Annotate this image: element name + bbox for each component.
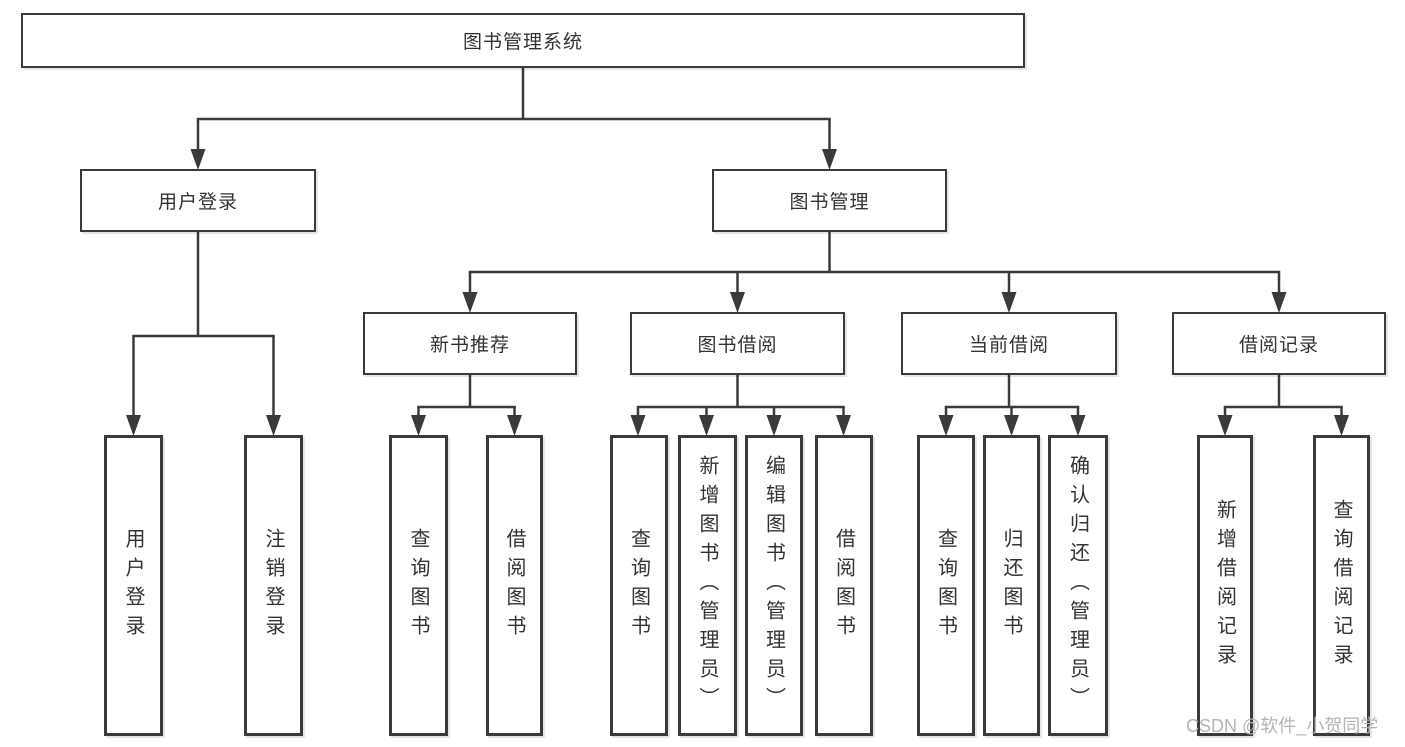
leaf-label: 用户登录 [122,527,144,644]
leaf-borrow-add-books-admin: 新增图书（管理员） [678,435,737,736]
node-new-book-recommend: 新书推荐 [363,312,577,375]
node-borrow-records: 借阅记录 [1172,312,1386,375]
node-root: 图书管理系统 [21,13,1025,68]
node-book-management: 图书管理 [712,169,947,232]
leaf-label: 查询图书 [407,527,429,644]
leaf-label: 新增借阅记录 [1213,498,1236,673]
node-current-borrow: 当前借阅 [901,312,1117,375]
leaf-label: 确认归还（管理员） [1066,455,1089,716]
leaf-current-return-books: 归还图书 [983,435,1040,736]
node-user-login: 用户登录 [80,169,316,232]
leaf-records-add-record: 新增借阅记录 [1197,435,1253,736]
csdn-watermark: CSDN @软件_小贺同学 [1186,716,1379,736]
leaf-label: 借阅图书 [832,527,855,644]
leaf-current-confirm-return-admin: 确认归还（管理员） [1048,435,1108,736]
leaf-label: 新增图书（管理员） [696,455,718,716]
leaf-recommend-borrow-books: 借阅图书 [486,435,543,736]
leaf-label: 查询图书 [627,527,650,644]
leaf-label: 借阅图书 [503,527,525,644]
leaf-borrow-edit-books-admin: 编辑图书（管理员） [745,435,803,736]
node-book-borrow: 图书借阅 [630,312,845,375]
leaf-recommend-query-books: 查询图书 [389,435,448,736]
leaf-label: 归还图书 [1000,527,1022,644]
leaf-logout: 注销登录 [244,435,303,736]
leaf-label: 注销登录 [262,527,284,644]
leaf-user-login: 用户登录 [104,435,163,736]
leaf-borrow-query-books: 查询图书 [610,435,668,736]
leaf-records-query-record: 查询借阅记录 [1313,435,1370,736]
leaf-label: 查询借阅记录 [1330,498,1352,673]
leaf-label: 查询图书 [934,527,957,644]
leaf-current-query-books: 查询图书 [917,435,975,736]
leaf-label: 编辑图书（管理员） [762,455,785,716]
leaf-borrow-borrow-books: 借阅图书 [815,435,873,736]
